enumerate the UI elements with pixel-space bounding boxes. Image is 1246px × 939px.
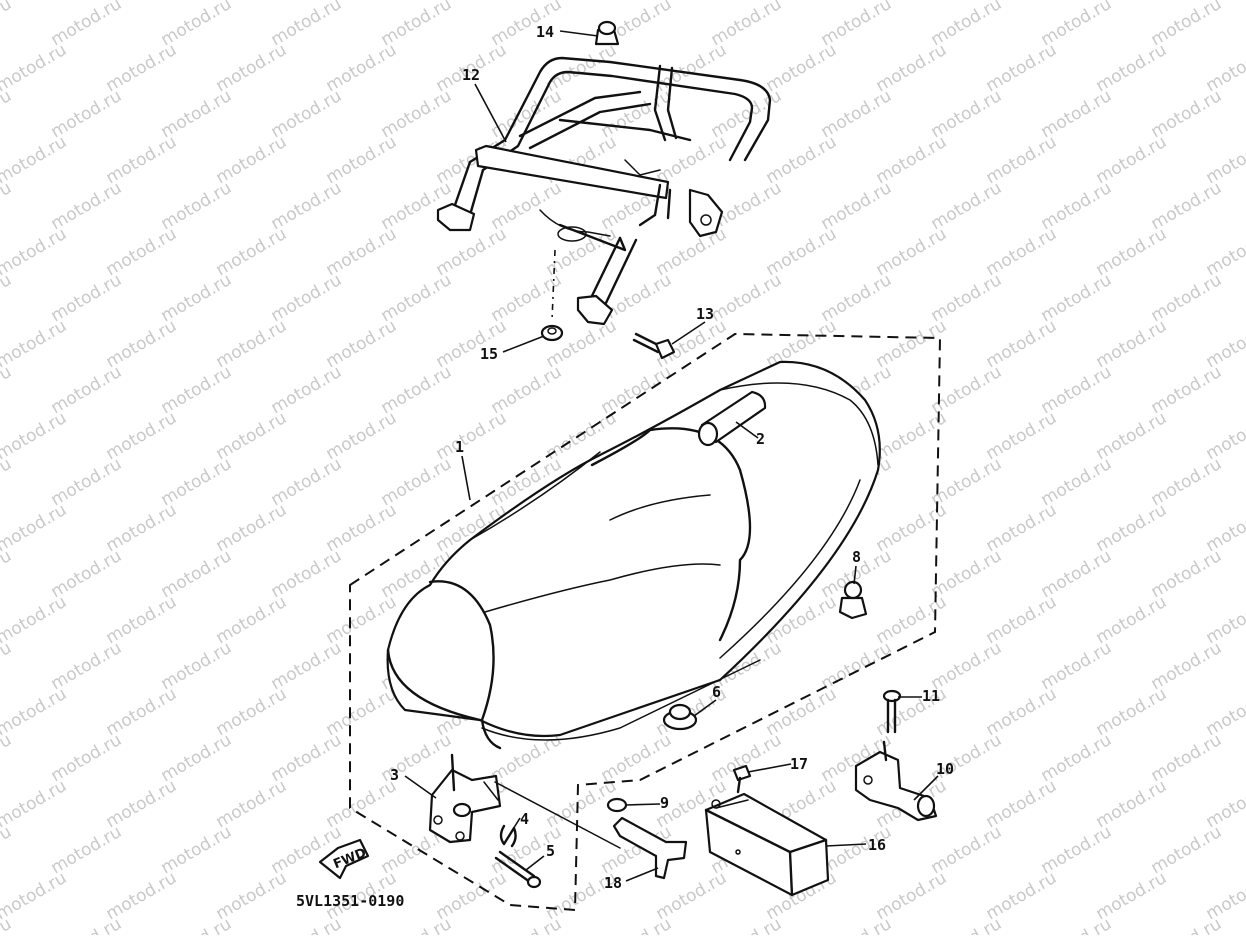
flange-nut [542, 326, 562, 340]
callout-6: 6 [712, 683, 721, 701]
callout-2: 2 [756, 430, 765, 448]
cap-nut [596, 22, 618, 44]
rear-carrier [438, 58, 770, 324]
watermark-text: motod.ru [1203, 224, 1246, 280]
watermark-text: motod.ru [1203, 40, 1246, 96]
watermark-text: motod.ru [1203, 316, 1246, 372]
watermark-text: motod.ru [0, 224, 70, 280]
callout-14: 14 [536, 23, 554, 41]
watermark-text: motod.ru [1203, 776, 1246, 832]
watermark-text: motod.ru [1203, 684, 1246, 740]
watermark-text: motod.ru [0, 454, 15, 510]
watermark-text: motod.ru [0, 408, 70, 464]
callout-9: 9 [660, 794, 669, 812]
callout-5: 5 [546, 842, 555, 860]
callout-10: 10 [936, 760, 954, 778]
watermark-text: motod.ru [158, 914, 236, 935]
watermark-text: motod.ru [0, 40, 70, 96]
watermark-text: motod.ru [598, 914, 676, 935]
watermark-text: motod.ru [0, 546, 15, 602]
callout-18: 18 [604, 874, 622, 892]
watermark-text: motod.ru [0, 868, 70, 924]
watermark-text: motod.ru [0, 822, 15, 878]
callout-4: 4 [520, 810, 529, 828]
watermark-text: motod.ru [0, 500, 70, 556]
watermark-text: motod.ru [928, 914, 1006, 935]
callout-3: 3 [390, 766, 399, 784]
watermark-text: motod.ru [48, 914, 126, 935]
watermark-text: motod.ru [0, 178, 15, 234]
watermark-text: motod.ru [0, 0, 15, 50]
callout-1: 1 [455, 438, 464, 456]
callout-15: 15 [480, 345, 498, 363]
drawing-code: 5VL1351-0190 [296, 892, 404, 910]
watermark-text: motod.ru [268, 914, 346, 935]
watermark-text: motod.ru [1038, 914, 1116, 935]
watermark-text: motod.ru [0, 776, 70, 832]
watermark-text: motod.ru [0, 592, 70, 648]
watermark-text: motod.ru [708, 914, 786, 935]
watermark-text: motod.ru [0, 270, 15, 326]
watermark-text: motod.ru [0, 362, 15, 418]
callout-13: 13 [696, 305, 714, 323]
watermark-text: motod.ru [488, 914, 566, 935]
watermark-text: motod.ru [0, 86, 15, 142]
callout-16: 16 [868, 836, 886, 854]
watermark-text: motod.ru [1203, 500, 1246, 556]
watermark-text: motod.ru [818, 914, 896, 935]
callout-8: 8 [852, 548, 861, 566]
watermark-text: motod.ru [0, 132, 70, 188]
watermark-text: motod.ru [1203, 408, 1246, 464]
watermark-text: motod.ru [378, 914, 456, 935]
watermark-text: motod.ru [0, 638, 15, 694]
callout-12: 12 [462, 66, 480, 84]
box-bolt [734, 766, 750, 792]
watermark-text: motod.ru [0, 684, 70, 740]
callout-11: 11 [922, 687, 940, 705]
callout-17: 17 [790, 755, 808, 773]
watermark-text: motod.ru [1203, 132, 1246, 188]
watermark-text: motod.ru [0, 316, 70, 372]
watermark-text: motod.ru [1148, 914, 1226, 935]
seat [388, 362, 880, 748]
bracket-nut [608, 799, 626, 811]
watermark-text: motod.ru [1203, 592, 1246, 648]
watermark-text: motod.ru [0, 730, 15, 786]
watermark-text: motod.ru [1203, 868, 1246, 924]
